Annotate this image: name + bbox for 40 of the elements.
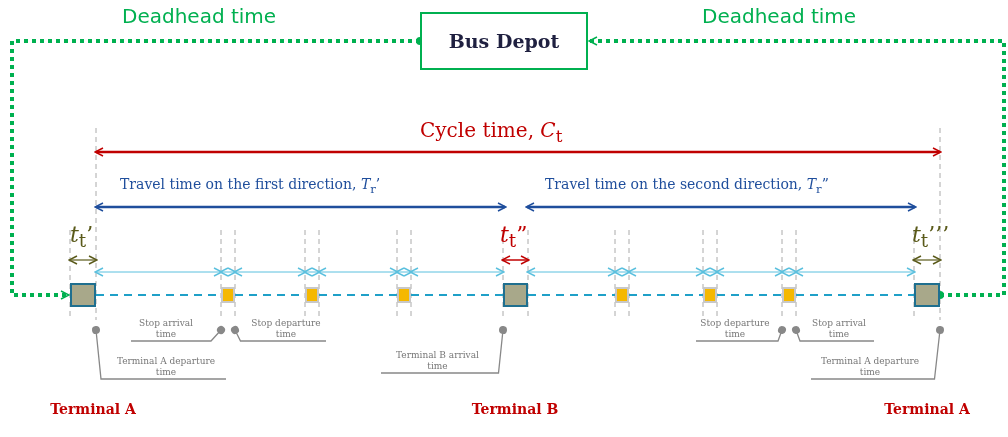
dimension-label: t$_{t}$’: [70, 222, 94, 252]
terminal-box: [70, 283, 96, 307]
annotation-text: Stop arrival time: [808, 318, 870, 340]
deadhead-route: [588, 36, 1006, 299]
dimension-label: t$_{t}$’’’: [912, 222, 950, 252]
dimension-label: Travel time on the first direction, T$_{r}$’: [120, 176, 381, 196]
route-line: [628, 294, 704, 296]
leader-line: [792, 326, 875, 342]
terminal-box: [503, 283, 528, 307]
terminal-label: Terminal B: [470, 400, 560, 418]
stop-box: [615, 287, 629, 303]
route-line: [716, 294, 783, 296]
dimension-label: Travel time on the second direction, T$_{r}$”: [545, 176, 829, 196]
depot-box: Bus Depot: [420, 12, 588, 70]
dimension-label: Cycle time, C$_{t}$: [420, 118, 563, 146]
annotation-text: Terminal B arrival time: [385, 350, 490, 372]
stop-box: [703, 287, 717, 303]
leader-line: [380, 326, 507, 374]
route-line: [410, 294, 504, 296]
leader-line: [695, 326, 786, 342]
annotation-text: Terminal A departure time: [815, 356, 925, 378]
annotation-text: Stop departure time: [700, 318, 770, 340]
route-line: [318, 294, 398, 296]
annotation-text: Terminal A departure time: [110, 356, 222, 378]
stop-box: [397, 287, 411, 303]
leader-line: [810, 326, 944, 380]
dimension-label: t$_{t}$”: [500, 222, 528, 252]
terminal-box: [914, 283, 940, 307]
annotation-text: Stop departure time: [250, 318, 322, 340]
annotation-text: Stop arrival time: [135, 318, 197, 340]
leader-line: [92, 326, 227, 380]
stop-box: [305, 287, 319, 303]
leader-line: [231, 326, 327, 342]
leader-line: [130, 326, 225, 342]
route-line: [527, 294, 616, 296]
stop-box: [221, 287, 235, 303]
terminal-label: Terminal A: [49, 400, 137, 418]
route-line: [795, 294, 915, 296]
terminal-label: Terminal A: [883, 400, 971, 418]
stop-box: [782, 287, 796, 303]
